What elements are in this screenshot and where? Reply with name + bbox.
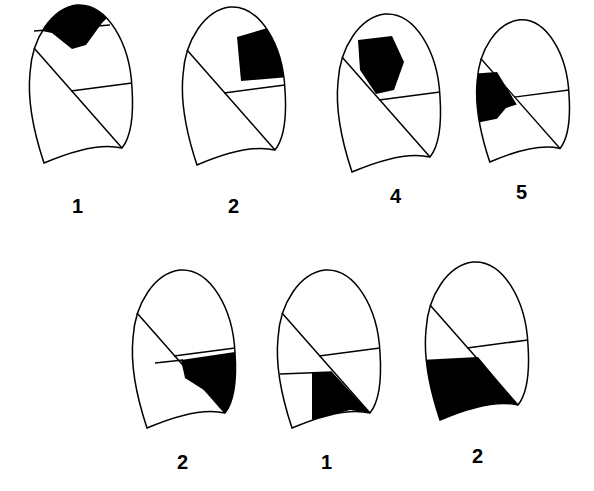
lung-figure: [277, 270, 380, 428]
lung-figure: [29, 3, 132, 163]
callout-number: 2: [472, 446, 483, 466]
lung-figure: [337, 14, 440, 172]
callout-number: 5: [516, 182, 527, 202]
lung-figure: [418, 262, 538, 430]
lung-figure: [470, 20, 569, 162]
callout-number: 4: [390, 186, 401, 206]
lung-figure: [182, 7, 290, 165]
callout-number: 1: [72, 196, 83, 216]
callout-number: 2: [228, 196, 239, 216]
lung-figure: [132, 270, 240, 428]
callout-number: 1: [321, 452, 332, 472]
callout-number: 2: [177, 452, 188, 472]
